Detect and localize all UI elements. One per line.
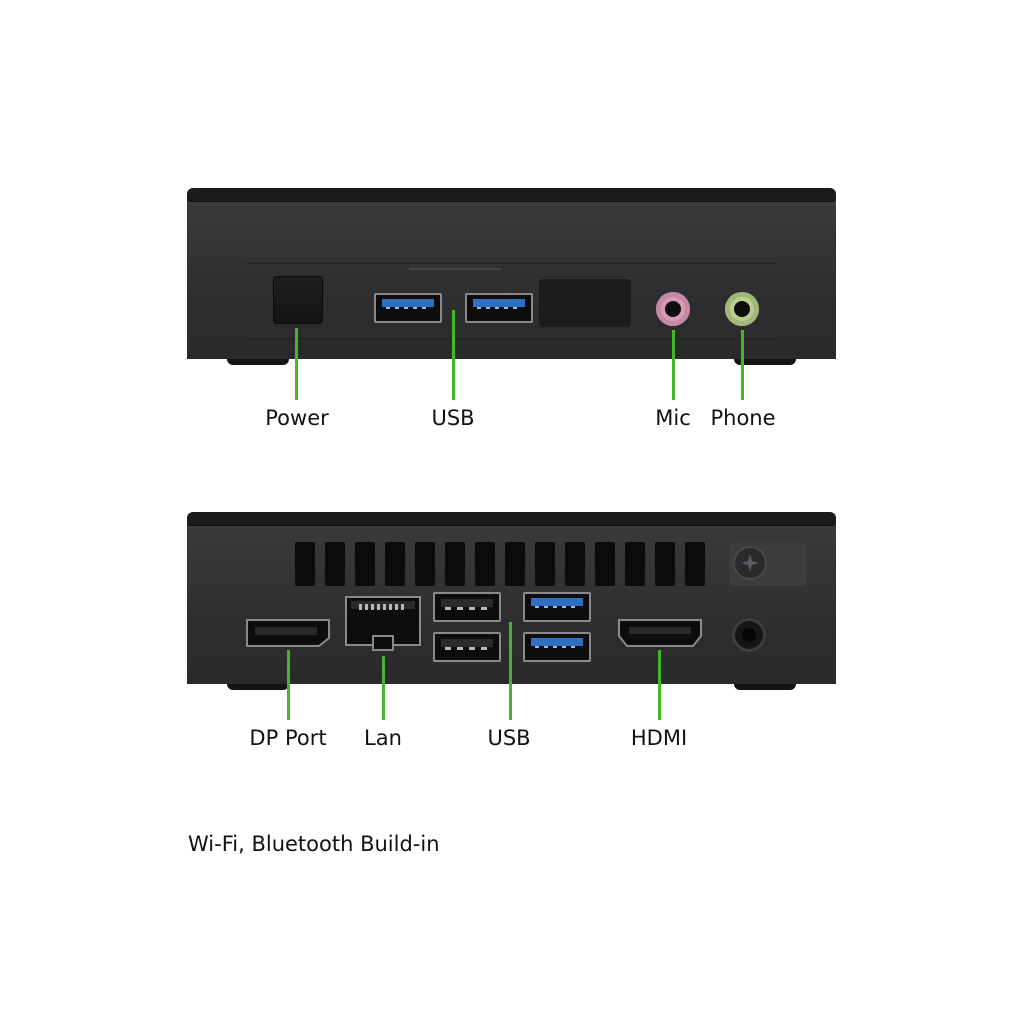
rear-usb2-port-2[interactable] [433, 632, 501, 662]
lan-callout-line [382, 656, 385, 720]
hdmi-callout-line [658, 650, 661, 720]
lan-label: Lan [364, 726, 402, 750]
lan-port[interactable] [345, 596, 421, 658]
connectivity-footnote: Wi-Fi, Bluetooth Build-in [188, 832, 440, 856]
front-foot-right [734, 359, 796, 365]
hdmi-port[interactable] [617, 618, 703, 648]
dc-power-jack[interactable] [732, 618, 766, 652]
dp-port-label: DP Port [249, 726, 327, 750]
power-label: Power [265, 406, 329, 430]
usb-ss-marking [409, 268, 501, 270]
rear-lid [187, 512, 836, 528]
rear-usb2-port-1[interactable] [433, 592, 501, 622]
power-callout-line [295, 328, 298, 400]
front-usb3-port-2[interactable] [465, 293, 533, 323]
mic-label: Mic [655, 406, 691, 430]
phone-jack[interactable] [725, 292, 759, 326]
front-panel-device [187, 188, 836, 365]
front-usb3-port-1[interactable] [374, 293, 442, 323]
dp-callout-line [287, 650, 290, 720]
dp-port[interactable] [245, 618, 331, 648]
screw-icon [733, 546, 767, 580]
rear-foot-left [227, 684, 289, 690]
front-usb-label: USB [431, 406, 475, 430]
rear-usb3-port-1[interactable] [523, 592, 591, 622]
hdmi-label: HDMI [630, 726, 688, 750]
front-lid [187, 188, 836, 204]
rear-usb-callout-line [509, 622, 512, 720]
front-panel-top-line [247, 262, 776, 264]
rear-usb-label: USB [487, 726, 531, 750]
phone-callout-line [741, 330, 744, 400]
rear-usb3-port-2[interactable] [523, 632, 591, 662]
phone-label: Phone [710, 406, 776, 430]
front-usb-callout-line [452, 310, 455, 400]
front-panel-bottom-line [247, 338, 776, 340]
front-chassis [187, 202, 836, 365]
front-foot-left [227, 359, 289, 365]
power-button[interactable] [273, 276, 323, 324]
kensington-lock-block [729, 542, 807, 586]
rear-foot-right [734, 684, 796, 690]
ir-sensor-window [539, 279, 631, 327]
mic-jack[interactable] [656, 292, 690, 326]
mic-callout-line [672, 330, 675, 400]
